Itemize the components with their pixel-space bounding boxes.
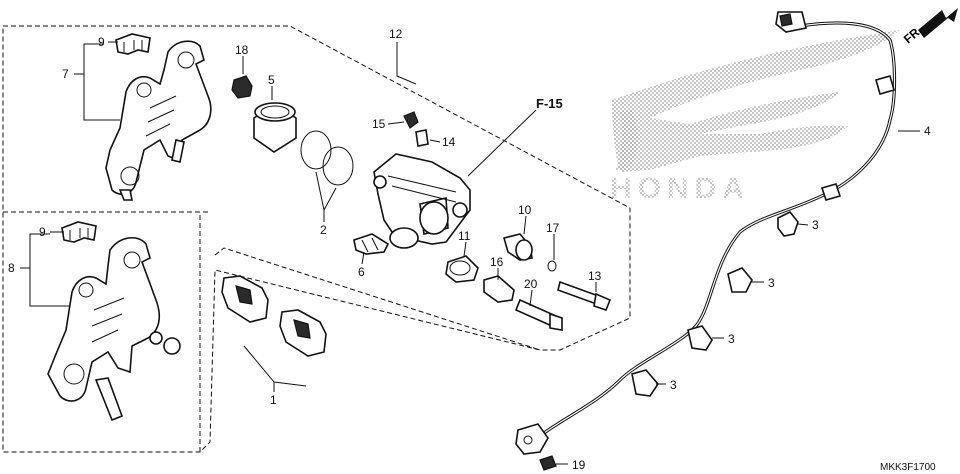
pad-spring xyxy=(353,233,390,255)
mounting-bolt xyxy=(514,298,563,331)
callout-7: 7 xyxy=(62,67,69,81)
callout-3-a: 3 xyxy=(812,218,819,232)
callout-1: 1 xyxy=(270,393,277,407)
clip-lower xyxy=(61,221,97,243)
callout-4: 4 xyxy=(924,124,931,138)
callout-9-lower: 9 xyxy=(39,225,46,239)
dust-boot xyxy=(483,275,515,303)
piston-seals xyxy=(300,130,354,186)
reference-f15: F-15 xyxy=(536,96,563,111)
callout-15: 15 xyxy=(372,117,386,131)
sensor-bolt xyxy=(539,455,557,471)
brake-pads xyxy=(221,275,327,357)
hanger-pin xyxy=(557,280,612,311)
callout-16: 16 xyxy=(490,255,504,269)
callout-20: 20 xyxy=(524,277,538,291)
caliper-bracket-lower xyxy=(47,237,181,422)
honda-watermark-text: HONDA xyxy=(610,172,750,205)
pin-bolt-upper xyxy=(503,233,533,261)
callout-17: 17 xyxy=(546,221,560,235)
callout-3-c: 3 xyxy=(728,332,735,346)
front-arrow: FR. xyxy=(901,8,958,46)
abs-sensor-cable xyxy=(515,11,897,455)
callout-2: 2 xyxy=(320,223,327,237)
callout-3-d: 3 xyxy=(670,378,677,392)
callout-14: 14 xyxy=(442,135,456,149)
callout-12: 12 xyxy=(389,27,403,41)
bleed-cap xyxy=(231,75,253,99)
cable-clamp-3 xyxy=(687,325,713,351)
cable-clamp-2 xyxy=(727,267,753,293)
honda-wing-watermark: HONDA xyxy=(610,30,900,205)
callout-6: 6 xyxy=(358,265,365,279)
diagram-code: MKK3F1700 xyxy=(880,462,936,473)
leader-lines xyxy=(20,41,920,465)
front-indicator-label: FR. xyxy=(901,23,925,46)
callout-19: 19 xyxy=(572,458,586,472)
piston xyxy=(253,102,297,153)
caliper-bracket-upper xyxy=(105,40,212,201)
callout-9-upper: 9 xyxy=(98,35,105,49)
callout-10: 10 xyxy=(518,203,532,217)
callout-8: 8 xyxy=(8,261,15,275)
callout-5: 5 xyxy=(268,73,275,87)
group-12-outline xyxy=(2,25,631,453)
callout-11: 11 xyxy=(458,229,471,243)
sleeve-boot xyxy=(445,255,479,283)
clip-upper xyxy=(115,33,151,55)
callout-13: 13 xyxy=(588,269,602,283)
callout-3-b: 3 xyxy=(768,276,775,290)
bleed-screw xyxy=(403,111,429,147)
callout-labels: 9 7 9 8 18 5 12 15 14 F-15 2 10 17 11 6 … xyxy=(8,27,936,473)
caliper-body xyxy=(373,153,471,249)
o-ring xyxy=(547,260,557,272)
cable-clamp-1 xyxy=(777,210,799,237)
callout-18: 18 xyxy=(235,43,249,57)
cable-clamp-4 xyxy=(631,369,660,397)
